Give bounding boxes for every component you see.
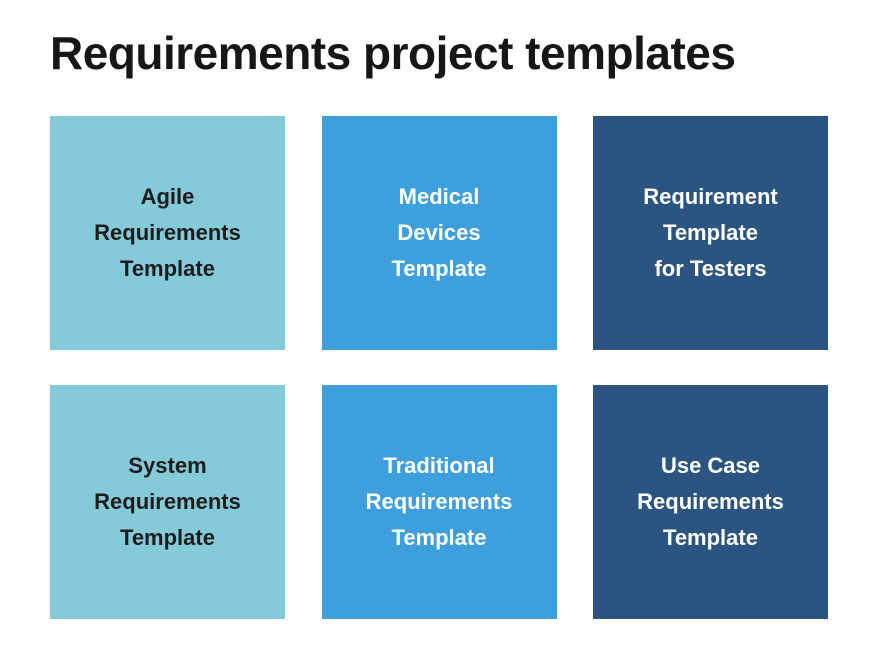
card-label-line: for Testers	[654, 256, 767, 281]
card-traditional-requirements-template[interactable]: Traditional Requirements Template	[321, 385, 557, 619]
card-label-line: System	[128, 453, 207, 478]
card-row-bottom: System Requirements Template Traditional…	[50, 385, 828, 619]
card-medical-devices-template[interactable]: Medical Devices Template	[321, 116, 557, 350]
card-agile-requirements-template[interactable]: Agile Requirements Template	[50, 116, 285, 350]
card-label-line: Devices	[397, 220, 481, 245]
card-label-line: Traditional	[383, 453, 495, 478]
card-label-line: Requirements	[365, 489, 513, 514]
page-title: Requirements project templates	[50, 27, 736, 79]
card-use-case-requirements-template[interactable]: Use Case Requirements Template	[593, 385, 828, 619]
card-label-line: Template	[391, 525, 487, 550]
card-row-top: Agile Requirements Template Medical Devi…	[50, 116, 828, 350]
card-system-requirements-template[interactable]: System Requirements Template	[50, 385, 285, 619]
card-label-line: Requirements	[94, 489, 241, 514]
card-label-line: Agile	[140, 184, 195, 209]
card-label-line: Template	[391, 256, 487, 281]
card-label-line: Requirement	[643, 184, 778, 209]
card-label-line: Template	[663, 525, 758, 550]
card-label-line: Template	[663, 220, 758, 245]
card-label-line: Use Case	[660, 453, 761, 478]
card-label-line: Template	[120, 525, 215, 550]
card-label-line: Medical	[398, 184, 480, 209]
card-label-line: Requirements	[637, 489, 784, 514]
card-label-line: Requirements	[94, 220, 241, 245]
card-requirement-template-for-testers[interactable]: Requirement Template for Testers	[593, 116, 828, 350]
card-label-line: Template	[120, 256, 215, 281]
